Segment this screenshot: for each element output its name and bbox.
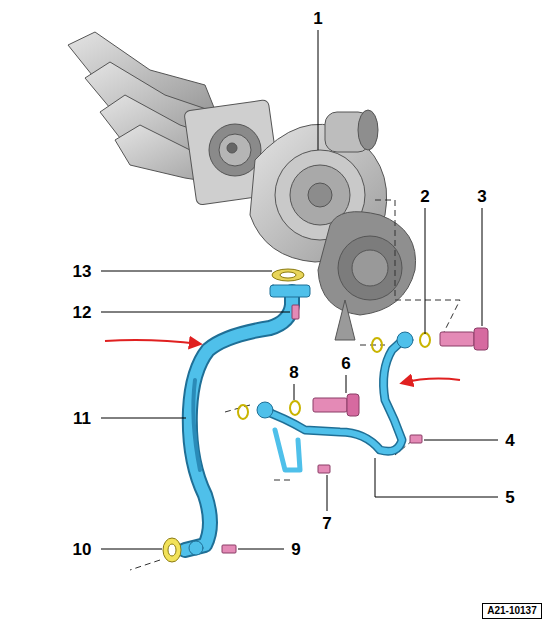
assembly-line: [130, 560, 160, 570]
leader-line: [238, 549, 284, 550]
assembly-line: [130, 200, 460, 570]
bolt: [347, 394, 359, 416]
turbocharger: [335, 300, 355, 340]
leader-line: [327, 475, 328, 511]
oil-return-pipe: [270, 285, 310, 297]
callout-number: 7: [322, 515, 331, 532]
callout-number: 2: [420, 188, 429, 205]
callout-number: 9: [291, 541, 300, 558]
red-arrow: [105, 340, 460, 383]
turbocharger: [308, 183, 332, 207]
seal: [272, 269, 304, 281]
leader-line: [101, 312, 290, 313]
red-arrow: [402, 379, 460, 383]
exhaust-manifold: [209, 124, 261, 176]
turbocharger: [250, 110, 416, 340]
seal: [280, 272, 296, 278]
seal: [420, 333, 430, 347]
bolt: [410, 435, 422, 443]
seal: [238, 405, 248, 419]
leader-line: [425, 208, 426, 334]
bolt: [318, 465, 330, 473]
assembly-line: [270, 480, 290, 481]
callout-number: 11: [73, 410, 91, 427]
red-arrow: [105, 340, 200, 344]
oil-feed-pipe: [397, 332, 413, 348]
callout-number: 4: [505, 432, 514, 449]
callout-number: 6: [341, 355, 350, 372]
leader-line: [346, 375, 347, 393]
leader-line: [101, 271, 272, 272]
leader-line: [101, 30, 498, 549]
seal: [290, 401, 300, 415]
leader-line: [294, 384, 295, 400]
bolt: [474, 328, 488, 350]
callout-number: 1: [313, 10, 322, 27]
callout-number: 5: [505, 489, 514, 506]
seal: [168, 544, 176, 556]
callout-number: 8: [289, 364, 298, 381]
oil-feed-pipe: [189, 332, 413, 555]
oil-return-pipe: [193, 380, 200, 470]
leader-line: [101, 549, 162, 550]
leader-line: [375, 458, 498, 497]
oil-return-pipe: [185, 292, 292, 550]
oil-feed-pipe: [257, 402, 273, 418]
exhaust-manifold: [219, 134, 251, 166]
seal: [163, 269, 430, 562]
bolt: [222, 545, 236, 553]
callout-number: 13: [73, 263, 92, 280]
oil-feed-pipe: [262, 338, 405, 451]
turbocharger: [358, 110, 378, 150]
assembly-line: [375, 200, 460, 340]
leader-line: [482, 208, 483, 326]
bolt: [440, 332, 474, 346]
exhaust-manifold: [68, 32, 281, 205]
bolt: [222, 305, 488, 553]
bolt: [313, 398, 347, 412]
turbocharger: [352, 250, 388, 286]
turbocharger: [338, 236, 402, 300]
seal: [163, 538, 181, 562]
seal: [372, 338, 382, 352]
oil-feed-pipe: [262, 338, 405, 451]
leader-line: [424, 440, 498, 441]
oil-feed-pipe: [189, 541, 203, 555]
oil-feed-pipe: [275, 430, 300, 470]
leader-line: [101, 418, 186, 419]
callout-number: 10: [73, 541, 92, 558]
callout-number: 12: [73, 304, 92, 321]
leader-line: [318, 30, 319, 150]
bolt: [292, 305, 299, 319]
figure-code: A21-10137: [482, 603, 541, 619]
exhaust-manifold: [227, 143, 237, 153]
oil-return-pipe: [185, 292, 292, 550]
callout-number: 3: [477, 188, 486, 205]
